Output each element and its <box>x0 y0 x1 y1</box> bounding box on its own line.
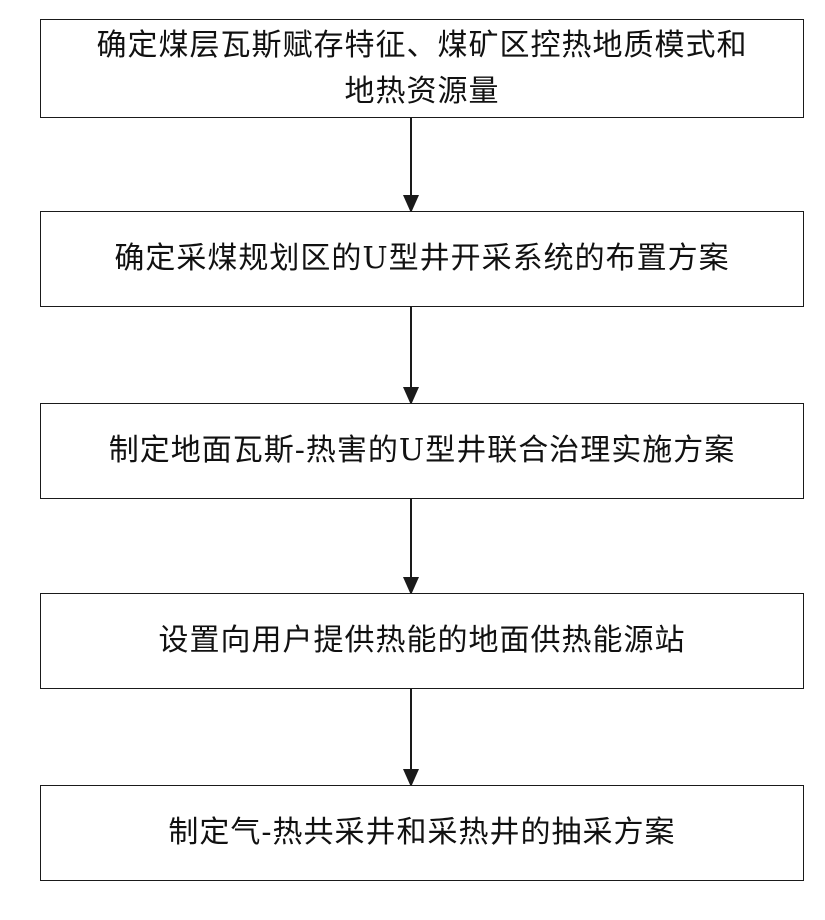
arrow-1-to-2 <box>410 118 412 211</box>
step-4-box: 设置向用户提供热能的地面供热能源站 <box>40 593 804 689</box>
step-2-text: 确定采煤规划区的U型井开采系统的布置方案 <box>114 236 729 282</box>
step-3-box: 制定地面瓦斯-热害的U型井联合治理实施方案 <box>40 403 804 499</box>
step-5-text: 制定气-热共采井和采热井的抽采方案 <box>168 810 675 856</box>
arrow-2-to-3 <box>410 307 412 403</box>
step-4-text: 设置向用户提供热能的地面供热能源站 <box>159 618 686 664</box>
step-1-line-2: 地热资源量 <box>345 69 500 115</box>
step-2-box: 确定采煤规划区的U型井开采系统的布置方案 <box>40 211 804 307</box>
step-3-text: 制定地面瓦斯-热害的U型井联合治理实施方案 <box>109 428 735 474</box>
step-1-line-1: 确定煤层瓦斯赋存特征、煤矿区控热地质模式和 <box>97 23 748 69</box>
step-5-box: 制定气-热共采井和采热井的抽采方案 <box>40 785 804 881</box>
arrow-3-to-4 <box>410 499 412 593</box>
step-1-box: 确定煤层瓦斯赋存特征、煤矿区控热地质模式和 地热资源量 <box>40 19 804 118</box>
arrow-4-to-5 <box>410 689 412 785</box>
